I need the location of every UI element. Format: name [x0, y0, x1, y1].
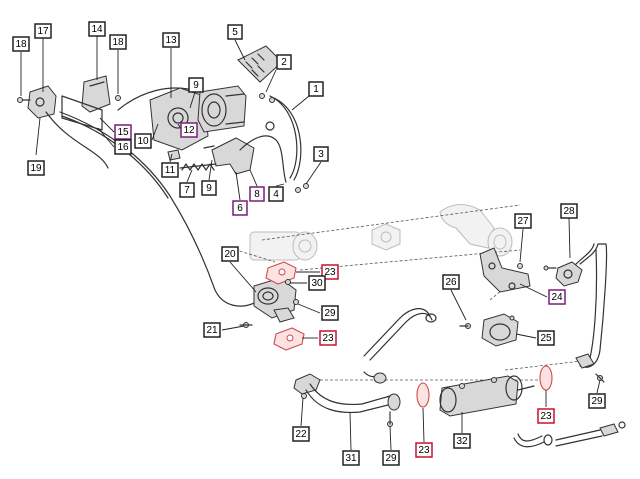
svg-text:7: 7 — [184, 185, 190, 196]
svg-text:27: 27 — [517, 216, 529, 227]
callout-labels: 18 17 14 18 13 5 2 1 9 12 15 16 10 19 11… — [12, 21, 606, 466]
callout-28: 28 — [560, 203, 578, 219]
callout-31: 31 — [342, 450, 360, 466]
gaskets — [265, 261, 553, 408]
callout-21: 21 — [203, 322, 221, 338]
callout-12: 12 — [180, 122, 198, 138]
svg-text:18: 18 — [15, 39, 27, 50]
svg-text:23: 23 — [540, 411, 552, 422]
svg-text:23: 23 — [418, 445, 430, 456]
callout-9-upper: 9 — [188, 77, 204, 93]
callout-16: 16 — [114, 139, 132, 155]
svg-text:23: 23 — [322, 333, 334, 344]
callout-14: 14 — [88, 21, 106, 37]
callout-13: 13 — [162, 32, 180, 48]
svg-text:9: 9 — [193, 80, 199, 91]
callout-24: 24 — [548, 289, 566, 305]
svg-text:26: 26 — [445, 277, 457, 288]
callout-23-lower: 23 — [415, 442, 433, 458]
callout-2: 2 — [276, 54, 292, 70]
egr-tube-upper — [363, 308, 437, 384]
svg-text:18: 18 — [112, 37, 124, 48]
egr-pipe-28 — [543, 243, 608, 383]
svg-text:14: 14 — [91, 24, 103, 35]
fasteners-center — [285, 279, 393, 427]
svg-text:29: 29 — [385, 453, 397, 464]
svg-text:4: 4 — [273, 189, 279, 200]
clamp-25 — [459, 313, 519, 347]
svg-text:2: 2 — [281, 57, 287, 68]
callout-11: 11 — [161, 162, 179, 178]
callout-23-middle: 23 — [319, 330, 337, 346]
svg-text:25: 25 — [540, 333, 552, 344]
callout-19: 19 — [27, 160, 45, 176]
callout-1: 1 — [308, 81, 324, 97]
callout-7: 7 — [179, 182, 195, 198]
svg-text:19: 19 — [30, 163, 42, 174]
svg-text:23: 23 — [324, 267, 336, 278]
svg-text:22: 22 — [295, 429, 307, 440]
callout-10: 10 — [134, 133, 152, 149]
callout-27: 27 — [514, 213, 532, 229]
bracket-24 — [479, 247, 531, 293]
svg-text:11: 11 — [165, 165, 176, 176]
svg-text:3: 3 — [318, 149, 324, 160]
callout-5: 5 — [227, 24, 243, 40]
svg-text:8: 8 — [254, 189, 260, 200]
svg-text:1: 1 — [313, 84, 319, 95]
callout-29-center: 29 — [321, 305, 339, 321]
svg-text:10: 10 — [137, 136, 149, 147]
callout-9-lower: 9 — [201, 180, 217, 196]
ghost-exhaust-manifold — [249, 204, 513, 261]
svg-text:29: 29 — [591, 396, 603, 407]
callout-15: 15 — [114, 124, 132, 140]
egr-pipe-31 — [293, 373, 401, 414]
egr-cooler-32 — [439, 375, 535, 417]
callout-26: 26 — [442, 274, 460, 290]
svg-text:29: 29 — [324, 308, 336, 319]
callout-18-left: 18 — [12, 36, 30, 52]
egr-cooler-valve — [239, 277, 297, 328]
svg-text:21: 21 — [206, 325, 218, 336]
callout-20: 20 — [221, 246, 239, 262]
callout-18-right: 18 — [109, 34, 127, 50]
svg-text:9: 9 — [206, 183, 212, 194]
svg-text:17: 17 — [37, 26, 49, 37]
svg-text:30: 30 — [311, 278, 323, 289]
svg-text:12: 12 — [183, 125, 195, 136]
egr-pipe-lower-right — [513, 421, 626, 448]
callout-17: 17 — [34, 23, 52, 39]
svg-text:5: 5 — [232, 27, 238, 38]
svg-text:16: 16 — [117, 142, 129, 153]
svg-text:32: 32 — [456, 436, 468, 447]
callout-6: 6 — [232, 200, 248, 216]
callout-32: 32 — [453, 433, 471, 449]
callout-8: 8 — [249, 186, 265, 202]
svg-text:13: 13 — [165, 35, 177, 46]
callout-23-right: 23 — [537, 408, 555, 424]
callout-29-lower: 29 — [382, 450, 400, 466]
svg-text:20: 20 — [224, 249, 236, 260]
svg-text:31: 31 — [345, 453, 357, 464]
svg-text:15: 15 — [117, 127, 129, 138]
svg-text:28: 28 — [563, 206, 575, 217]
callout-25: 25 — [537, 330, 555, 346]
svg-text:6: 6 — [237, 203, 243, 214]
leader-lines — [20, 36, 601, 451]
callout-22: 22 — [292, 426, 310, 442]
callout-23-upper: 23 — [321, 264, 339, 280]
svg-text:24: 24 — [551, 292, 563, 303]
callout-30: 30 — [308, 275, 326, 291]
callout-29-right: 29 — [588, 393, 606, 409]
callout-3: 3 — [313, 146, 329, 162]
callout-4: 4 — [268, 186, 284, 202]
